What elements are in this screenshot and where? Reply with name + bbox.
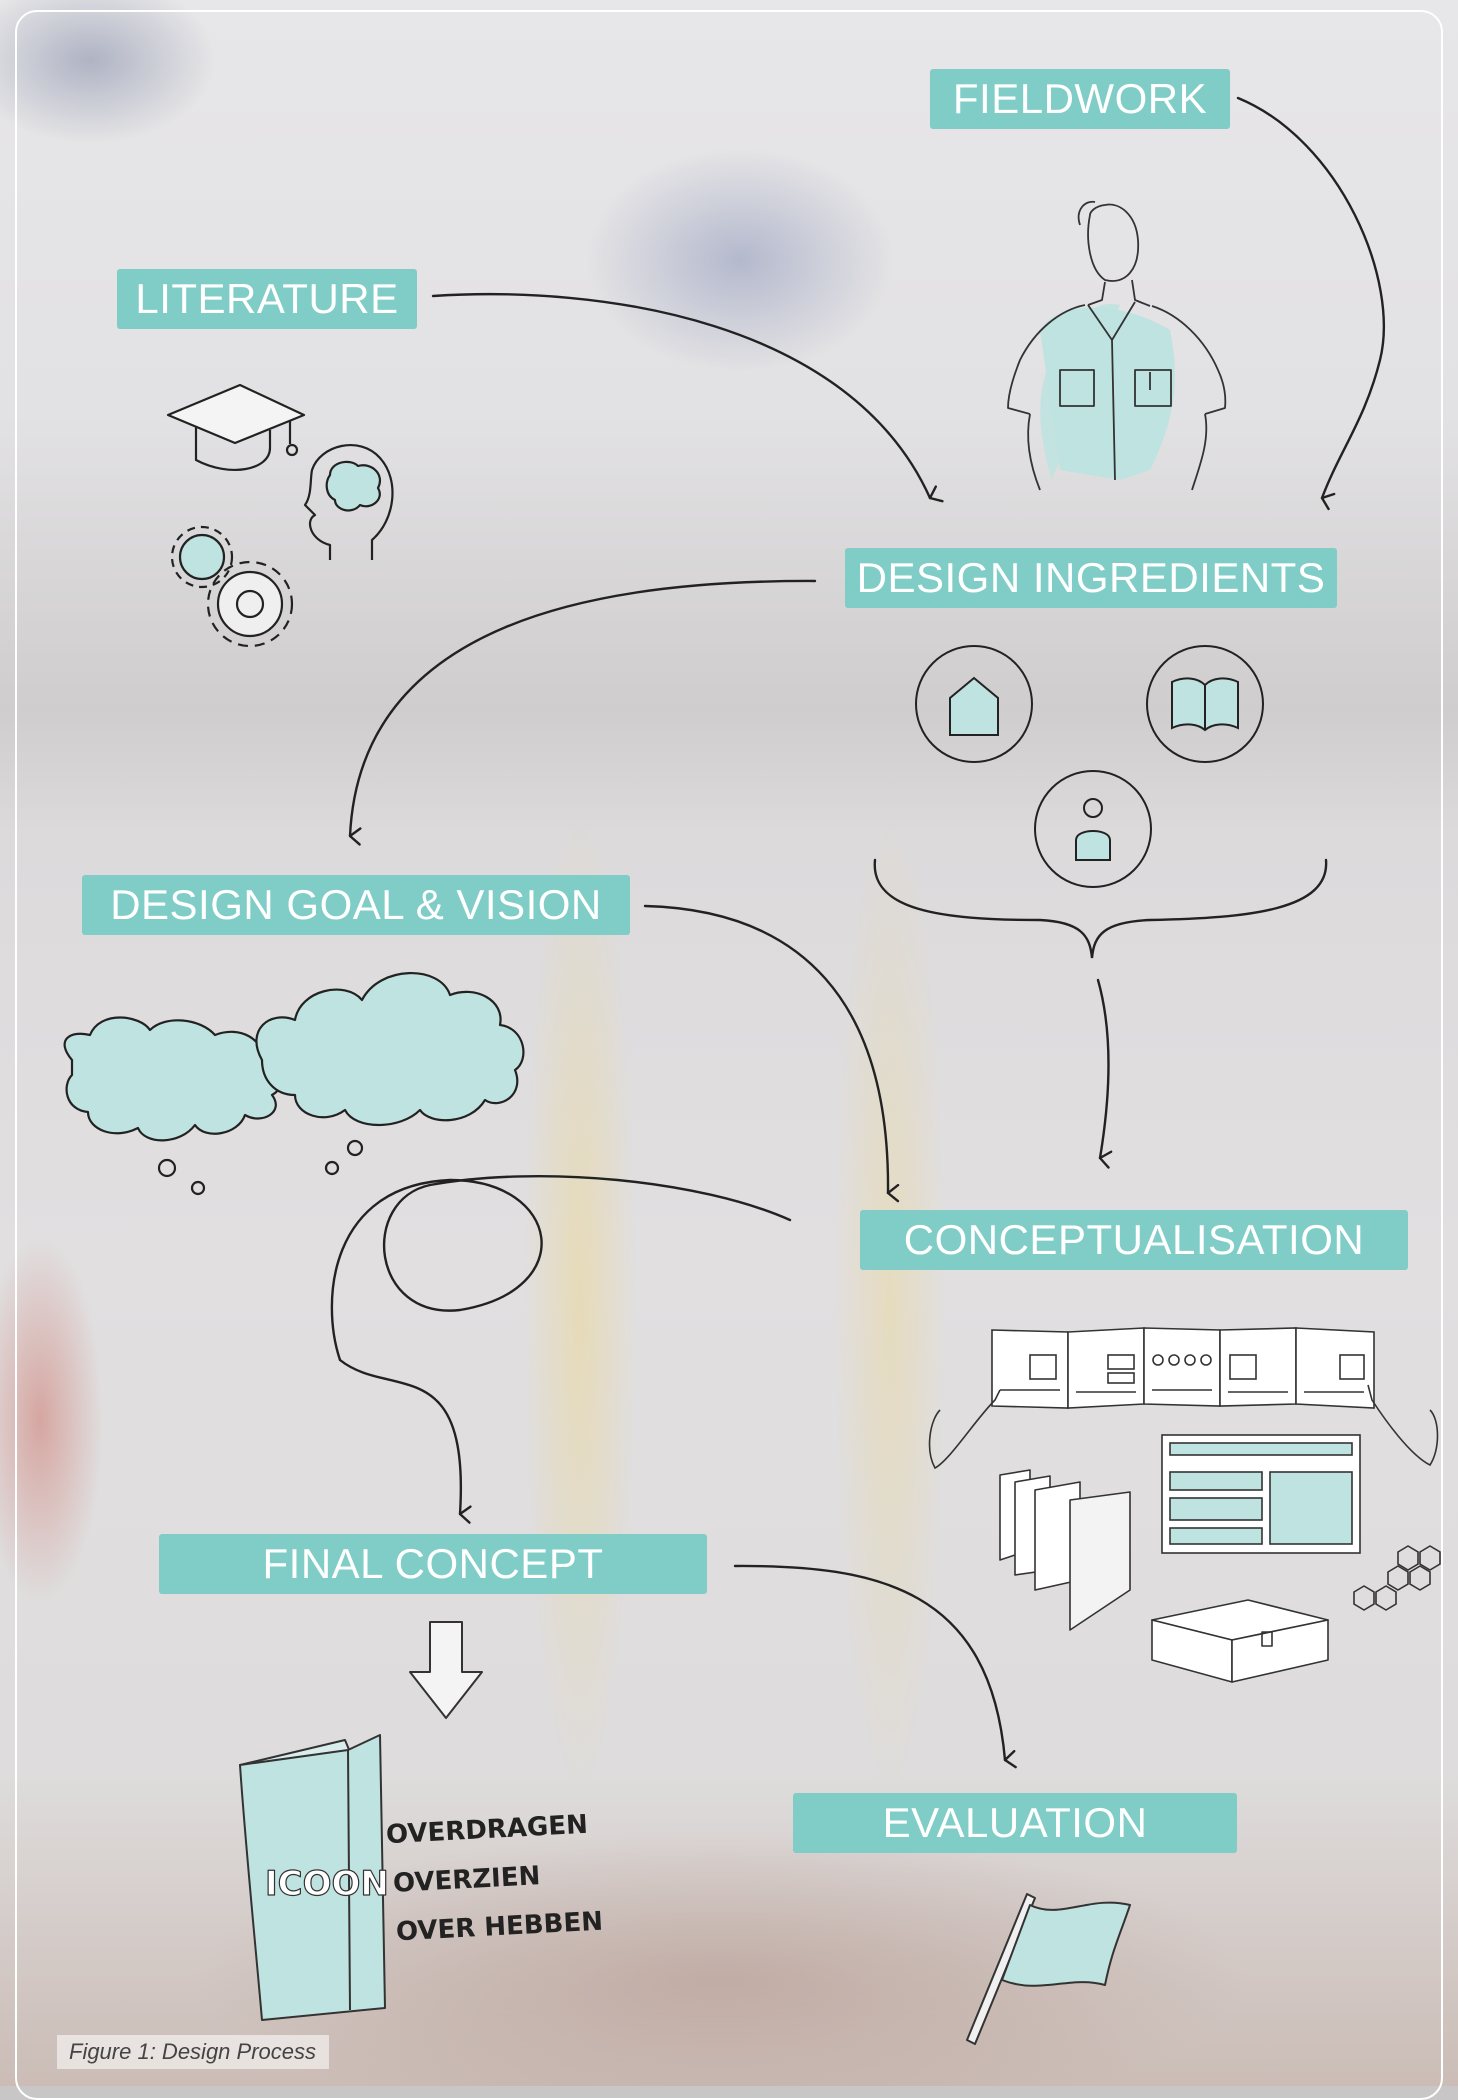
down-arrow-icon (409, 1621, 483, 1719)
node-fieldwork: FIELDWORK (930, 69, 1230, 129)
cloud-icon (63, 972, 525, 1196)
arrow-concept-loop-to-final (330, 1174, 792, 1524)
arrow-fieldwork-to-ingredients (1236, 96, 1385, 511)
house-icon (915, 645, 1033, 763)
flag-icon (966, 1893, 1131, 2045)
arrow-bracket-to-concept (1096, 978, 1113, 1169)
person-icon (1034, 770, 1152, 888)
box-icon (1151, 1599, 1329, 1683)
foldout-sheets-icon (928, 1327, 1439, 1470)
dashboard-screen-icon (1161, 1434, 1361, 1554)
node-design-ingredients: DESIGN INGREDIENTS (845, 548, 1337, 608)
booklet-title: ICOON (265, 1864, 389, 1904)
node-final-concept: FINAL CONCEPT (159, 1534, 707, 1594)
gears-icon (170, 525, 294, 648)
arrow-goal-to-concept (643, 904, 900, 1203)
node-conceptualisation: CONCEPTUALISATION (860, 1210, 1408, 1270)
arrow-literature-to-ingredients (431, 292, 944, 503)
node-literature: LITERATURE (117, 269, 417, 329)
doctor-figure-icon (1007, 200, 1227, 491)
arrow-ingredients-to-goal (348, 579, 817, 846)
node-design-goal-vision: DESIGN GOAL & VISION (82, 875, 630, 935)
bracket-ingredients (873, 858, 1328, 959)
brain-head-icon (303, 443, 394, 560)
figure-caption: Figure 1: Design Process (57, 2035, 329, 2069)
foldout-brochure-icon (999, 1469, 1131, 1631)
booklet-icon: ICOON (239, 1734, 389, 2021)
arrow-final-to-evaluation (733, 1564, 1017, 1769)
graduation-cap-icon (166, 383, 306, 471)
book-icon (1146, 645, 1264, 763)
hexagons-icon (1353, 1545, 1441, 1611)
node-evaluation: EVALUATION (793, 1793, 1237, 1853)
